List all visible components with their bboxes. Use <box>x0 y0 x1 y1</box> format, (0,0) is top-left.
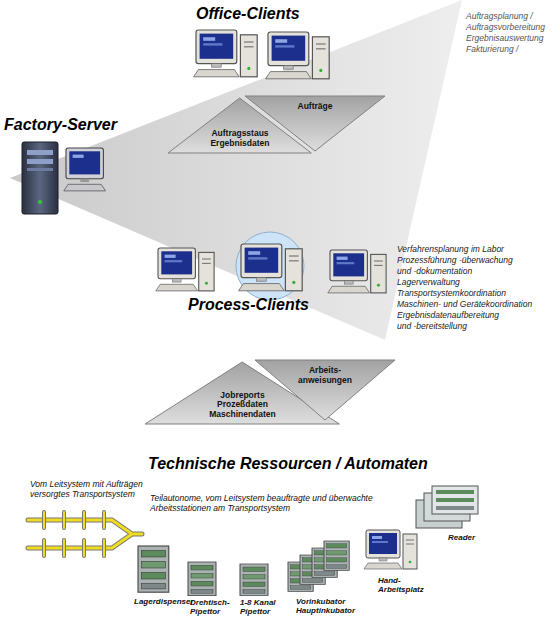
office-pc <box>194 30 258 77</box>
annotation-text: Teilautonome, vom Leitsystem beauftragte… <box>150 494 412 514</box>
triangle-shape <box>245 96 385 151</box>
annotation-text: Lagerverwaltung <box>397 278 460 288</box>
annotation-text: Maschinen- und Gerätekoordination <box>397 300 532 310</box>
flow-label: Auftragsstaus Ergebnisdaten <box>204 129 276 149</box>
communication-wedge <box>10 0 462 340</box>
reader-device <box>416 486 478 528</box>
pipettor-device <box>240 564 268 596</box>
flow-label: Aufträge <box>298 102 333 112</box>
flow-label: Arbeits- anweisungen <box>292 366 358 386</box>
annotation-text: Auftragsvorbereitung <box>466 23 545 33</box>
annotation-text: Ergebnisauswertung <box>466 34 544 44</box>
annotation-text: Lagerdispenser <box>134 597 194 606</box>
drehtisch-device <box>188 562 216 596</box>
annotation-text: Vom Leitsystem mit Aufträgen versorgtes … <box>30 480 165 500</box>
annotation-text: Vorinkubator Hauptinkubator <box>296 597 366 615</box>
incubator-devices <box>288 541 349 591</box>
section-heading: Factory-Server <box>4 116 117 134</box>
flow-label: Jobreports Prozeßdaten Maschinendaten <box>202 391 282 420</box>
office-pc <box>266 32 330 79</box>
process-pc <box>328 250 386 293</box>
arrow-triangle: Arbeits- anweisungen <box>255 360 395 420</box>
process-pc <box>239 244 303 291</box>
annotation-text: Fakturierung / <box>466 45 518 55</box>
section-heading: Technische Ressourcen / Automaten <box>148 455 428 473</box>
annotation-text: Hand- Arbeitsplatz <box>378 576 438 594</box>
section-heading: Office-Clients <box>196 5 300 23</box>
annotation-text: Reader <box>448 533 475 542</box>
highlight-circle <box>236 232 304 300</box>
server-icon <box>22 142 106 214</box>
annotation-text: und -dokumentation <box>397 267 472 277</box>
annotation-text: Prozessführung -überwachung <box>397 256 513 266</box>
annotation-text: Auftragsplanung / <box>466 12 533 22</box>
triangle-shape <box>255 360 395 420</box>
section-heading: Process-Clients <box>188 296 309 314</box>
annotation-text: Verfahrensplanung im Labor <box>397 245 504 255</box>
annotation-text: 1-8 Kanal Pipettor <box>240 598 290 616</box>
annotation-text: Transportsystemkoordination <box>397 289 506 299</box>
hand-workstation-pc <box>364 530 417 569</box>
lagerdispenser-device <box>138 546 169 592</box>
transport-system <box>28 512 142 556</box>
annotation-text: und -bereitstellung <box>397 322 467 332</box>
process-pc <box>156 248 214 291</box>
annotation-text: Ergebnisdatenaufbereitung <box>397 311 499 321</box>
